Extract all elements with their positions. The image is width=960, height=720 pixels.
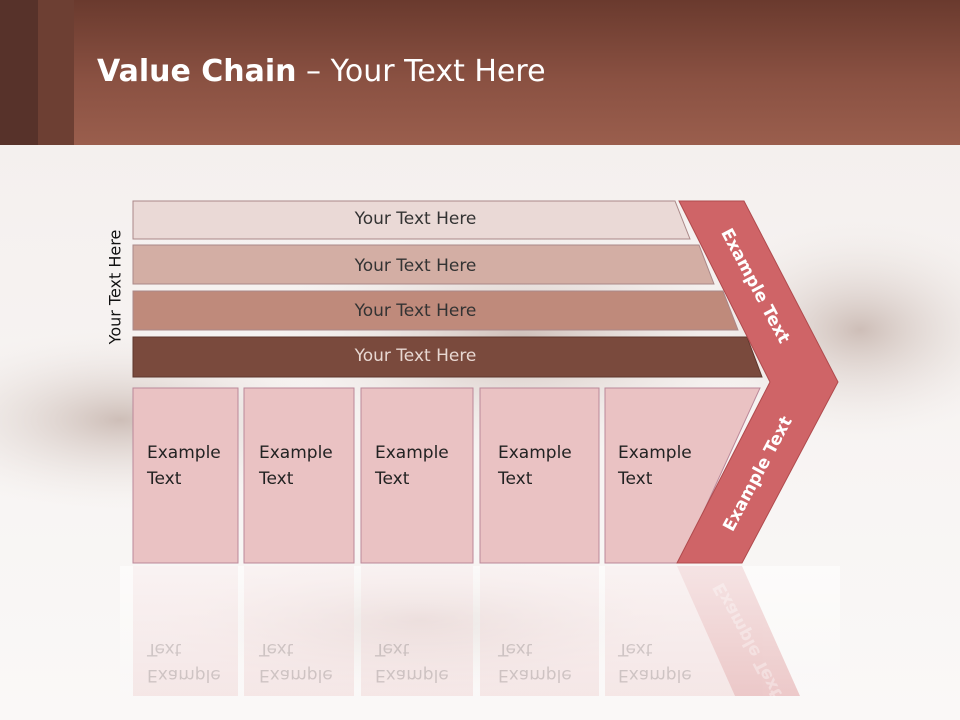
cell-label-line: Text (259, 639, 294, 659)
band-label-4: Your Text Here (354, 346, 477, 366)
cell-label-line: Example (498, 665, 572, 685)
header-stripe (38, 0, 74, 145)
cell-reflection-2: Example Text (259, 636, 359, 688)
title-bold: Value Chain (97, 54, 297, 89)
cell-label-line: Example (259, 665, 333, 685)
cell-label-line: Text (498, 469, 533, 489)
cell-1 (132, 387, 239, 564)
band-4 (132, 336, 763, 378)
slide-title: Value Chain – Your Text Here (97, 54, 546, 89)
cell-2 (243, 387, 355, 564)
cell-label-line: Example (147, 665, 221, 685)
cell-label-line: Example (375, 443, 449, 463)
chevron-arrow (676, 200, 839, 564)
title-rest: – Your Text Here (296, 54, 546, 89)
cell-label-line: Text (618, 469, 653, 489)
cell-3 (360, 387, 474, 564)
cell-label-line: Text (375, 469, 410, 489)
band-1 (132, 200, 691, 240)
band-label-1: Your Text Here (354, 209, 477, 229)
cell-reflection-3: Example Text (375, 636, 475, 688)
header-stripe (0, 0, 38, 145)
band-2 (132, 244, 715, 285)
cell-label-line: Text (259, 469, 294, 489)
cell-label-line: Text (147, 469, 182, 489)
cell-label-line: Example (147, 443, 221, 463)
cell-4 (479, 387, 600, 564)
cell-label-line: Text (147, 639, 182, 659)
cell-label-line: Text (618, 639, 653, 659)
band-3 (132, 290, 739, 331)
cell-label-line: Text (498, 639, 533, 659)
cell-reflection-4: Example Text (498, 636, 598, 688)
cell-reflection-5: Example Text (618, 636, 718, 688)
cell-label-line: Example (375, 665, 449, 685)
cell-label-line: Text (375, 639, 410, 659)
cell-label-line: Example (618, 665, 692, 685)
cell-label-line: Example (498, 443, 572, 463)
band-label-3: Your Text Here (354, 301, 477, 321)
band-label-2: Your Text Here (354, 256, 477, 276)
header-bar (0, 0, 960, 145)
cell-label-line: Example (618, 443, 692, 463)
cell-label-line: Example (259, 443, 333, 463)
cell-reflection-1: Example Text (147, 636, 247, 688)
